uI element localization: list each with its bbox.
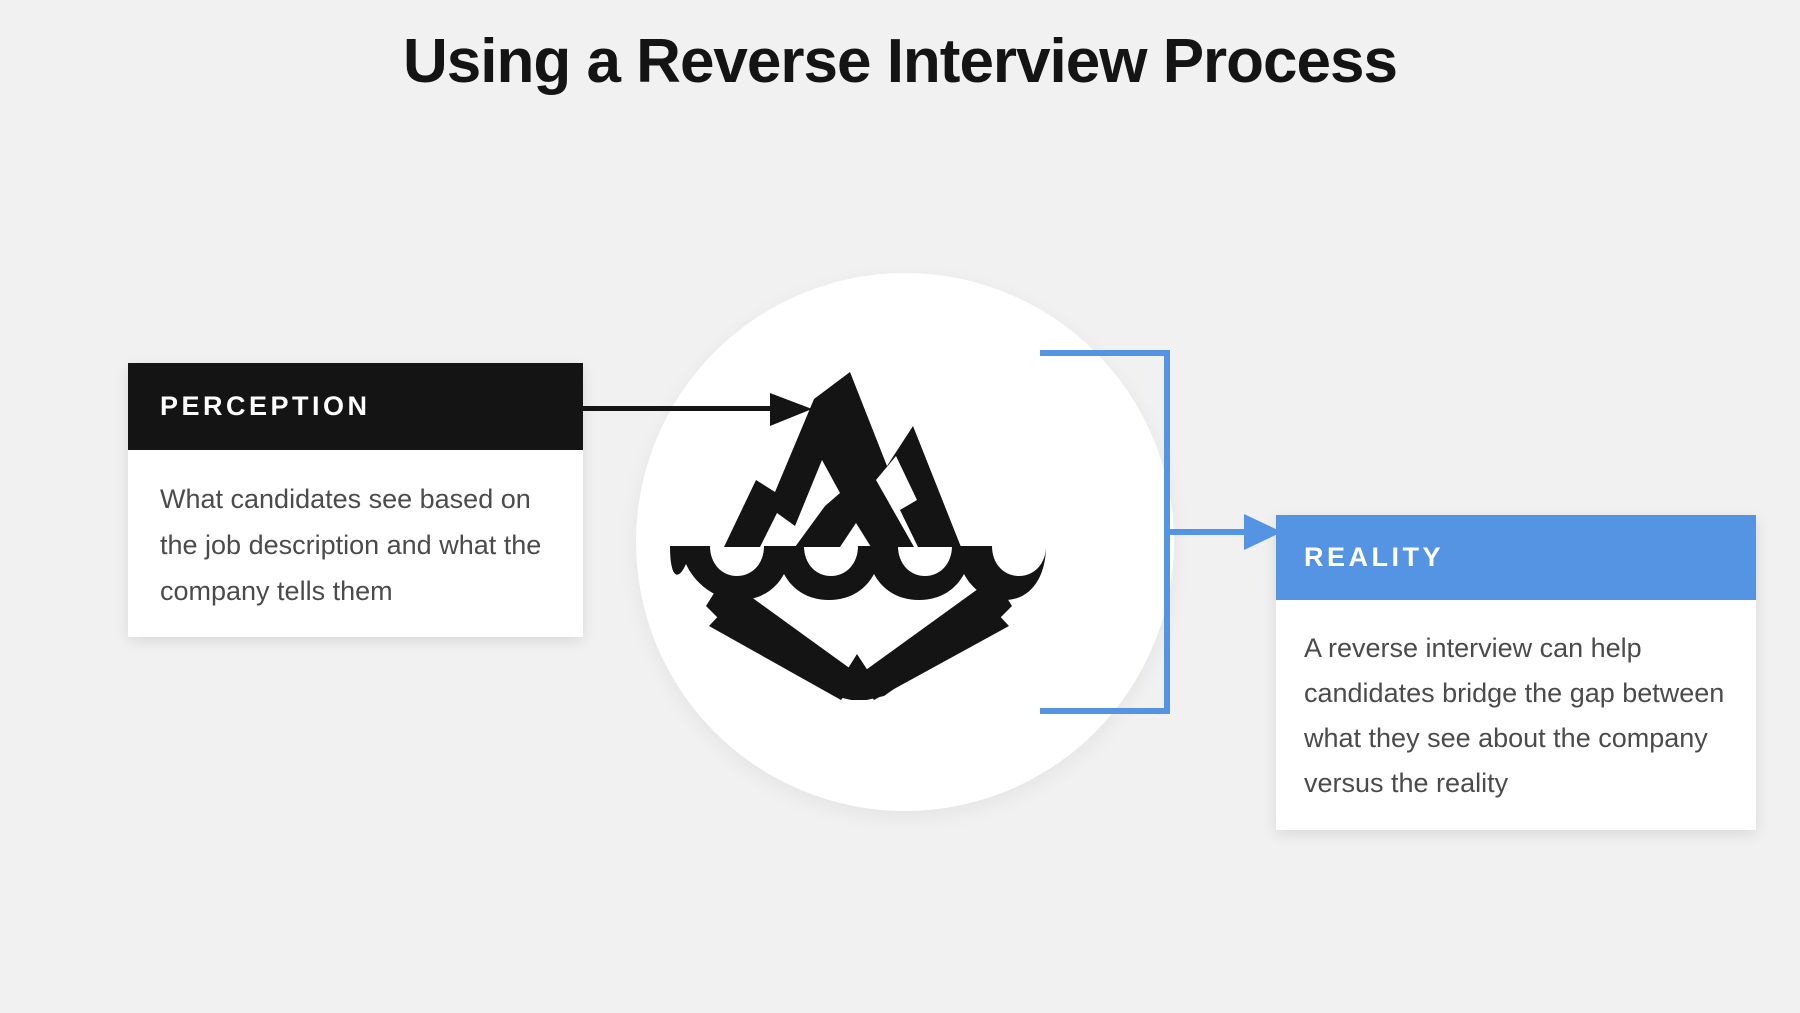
card-perception-body: What candidates see based on the job des… bbox=[160, 484, 542, 606]
page-title: Using a Reverse Interview Process bbox=[403, 27, 1398, 96]
card-reality[interactable]: REALITY A reverse interview can help can… bbox=[1276, 515, 1756, 830]
arrow-right-icon bbox=[580, 385, 830, 435]
card-reality-header: REALITY bbox=[1276, 515, 1756, 600]
iceberg-icon bbox=[664, 350, 1054, 700]
bracket-arrow-right-icon bbox=[1040, 350, 1360, 714]
card-perception-header: PERCEPTION bbox=[128, 363, 583, 450]
card-perception[interactable]: PERCEPTION What candidates see based on … bbox=[128, 363, 583, 637]
card-reality-body: A reverse interview can help candidates … bbox=[1304, 633, 1725, 798]
